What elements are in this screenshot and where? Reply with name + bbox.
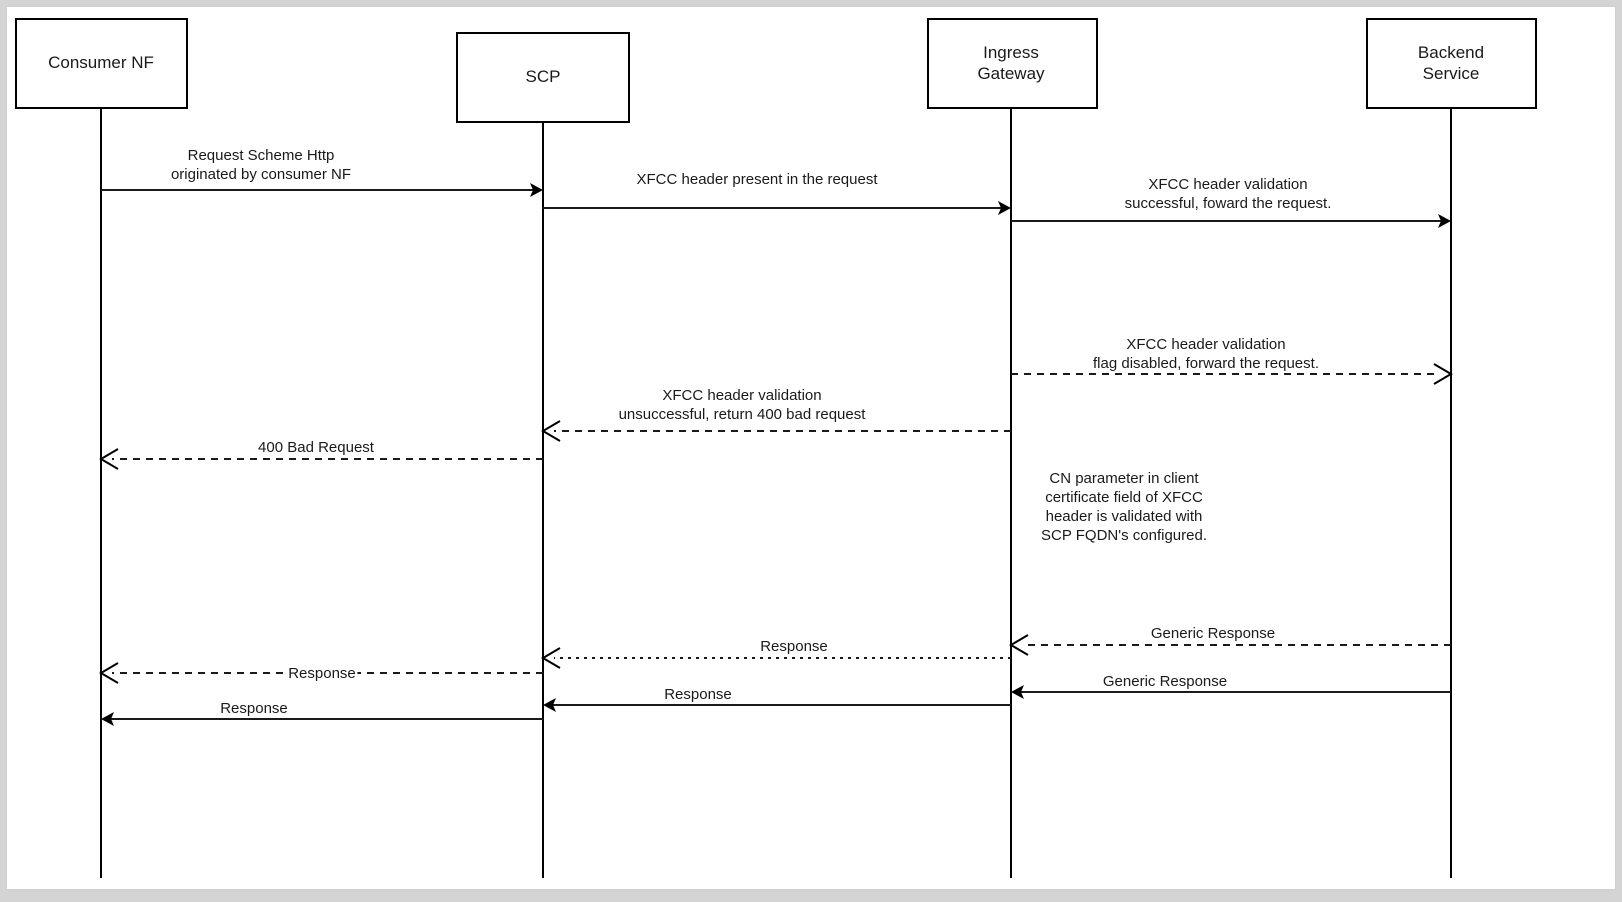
message-m12: Response: [101, 700, 543, 726]
message-m7: Generic Response: [1009, 625, 1451, 656]
label-backdrop: [286, 664, 358, 682]
participant-box[interactable]: [456, 32, 630, 123]
participant-box[interactable]: [15, 18, 188, 109]
message-label: unsuccessful, return 400 bad request: [619, 406, 867, 423]
arrowhead-filled: [998, 201, 1011, 215]
message-m8: Response: [541, 638, 1011, 669]
message-label: Response: [760, 638, 828, 655]
participant-label: Backend: [1418, 43, 1484, 62]
message-label: XFCC header present in the request: [637, 171, 879, 188]
message-label: XFCC header validation: [662, 387, 821, 404]
message-label: flag disabled, forward the request.: [1093, 355, 1319, 372]
note-line: header is validated with: [1046, 508, 1203, 525]
message-m10: Generic Response: [1011, 673, 1451, 699]
note-cn: CN parameter in client certificate field …: [1041, 470, 1207, 544]
arrowhead-filled: [1438, 214, 1451, 228]
arrowhead-open: [99, 448, 119, 470]
message-m1: Request Scheme Http originated by consume…: [101, 147, 543, 197]
arrowhead-filled: [543, 698, 556, 712]
diagram-sheet: [6, 6, 1616, 890]
message-label: 400 Bad Request: [258, 439, 375, 456]
participant-consumer[interactable]: Consumer NF: [15, 18, 188, 109]
message-m6: 400 Bad Request: [99, 439, 543, 470]
message-label: originated by consumer NF: [171, 166, 351, 183]
message-label: Response: [220, 700, 288, 717]
message-label: XFCC header validation: [1148, 176, 1307, 193]
message-label: successful, foward the request.: [1125, 195, 1332, 212]
note-line: certificate field of XFCC: [1045, 489, 1203, 506]
message-m11: Response: [543, 686, 1011, 712]
arrowhead-open: [541, 647, 561, 669]
message-m5: XFCC header validation unsuccessful, retu…: [541, 387, 1011, 442]
message-label: Response: [664, 686, 732, 703]
arrowhead-open: [99, 662, 119, 684]
arrowhead-open: [541, 420, 561, 442]
participant-scp[interactable]: SCP: [456, 32, 630, 123]
participant-box[interactable]: [1366, 18, 1537, 109]
message-label: Generic Response: [1103, 673, 1227, 690]
note-line: SCP FQDN's configured.: [1041, 527, 1207, 544]
message-label: Response: [288, 665, 356, 682]
note-line: CN parameter in client: [1049, 470, 1199, 487]
arrowhead-filled: [1011, 685, 1024, 699]
message-m4: XFCC header validation flag disabled, for…: [1011, 336, 1453, 385]
participant-label: Service: [1423, 64, 1480, 83]
participant-label: Ingress: [983, 43, 1039, 62]
message-m9: Response: [99, 662, 543, 684]
arrowhead-open: [1433, 363, 1453, 385]
arrowhead-filled: [530, 183, 543, 197]
lifelines-layer: [100, 108, 1452, 878]
participant-box[interactable]: [927, 18, 1098, 109]
messages-layer: Request Scheme Http originated by consume…: [99, 147, 1453, 726]
message-m3: XFCC header validation successful, foward…: [1011, 176, 1451, 228]
message-label: XFCC header validation: [1126, 336, 1285, 353]
arrowhead-open: [1009, 634, 1029, 656]
arrowhead-filled: [101, 712, 114, 726]
message-label: Request Scheme Http: [188, 147, 335, 164]
message-label: Generic Response: [1151, 625, 1275, 642]
participant-label: SCP: [526, 67, 561, 86]
participant-label: Gateway: [977, 64, 1045, 83]
notes-layer: CN parameter in client certificate field …: [1041, 470, 1207, 544]
message-m2: XFCC header present in the request: [543, 171, 1011, 215]
participant-label: Consumer NF: [48, 53, 154, 72]
